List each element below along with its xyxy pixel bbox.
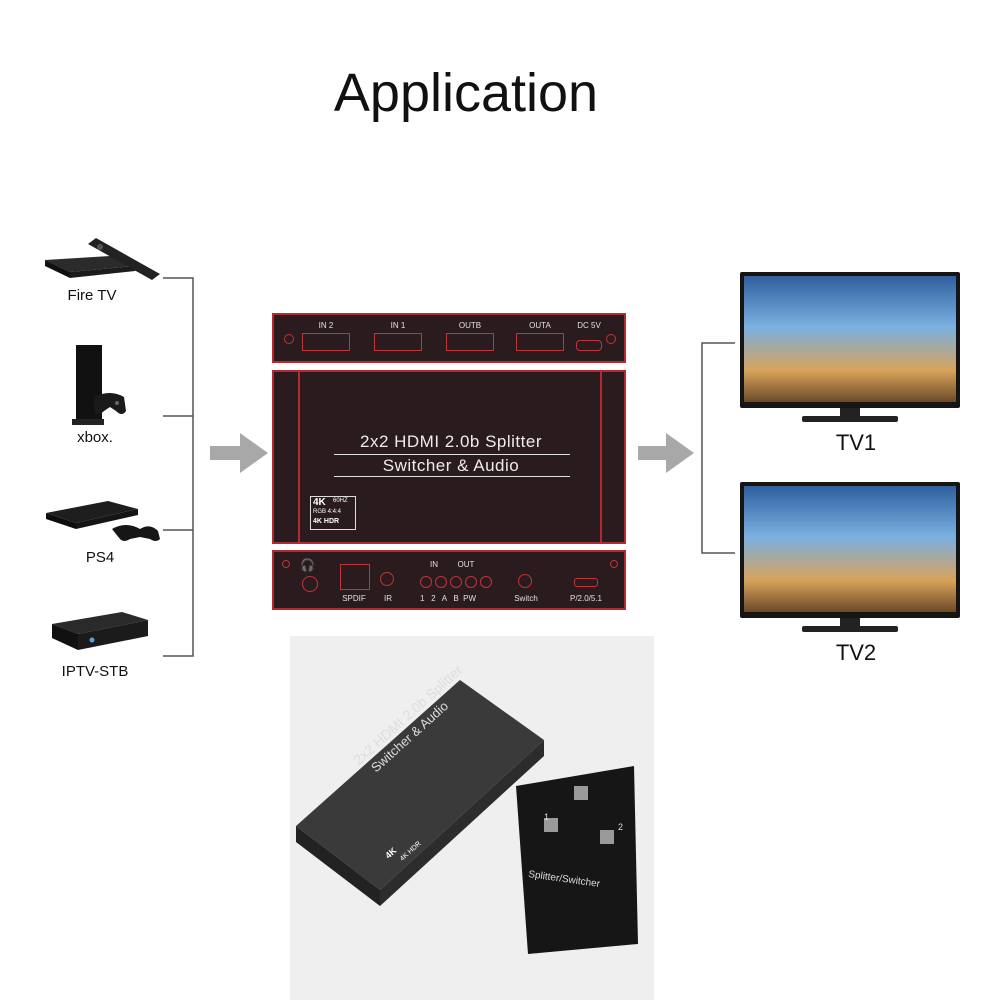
badge-hz-text: 60HZ (333, 498, 348, 504)
badge-hdr-text: 4K HDR (313, 518, 340, 525)
device-front-panel: 2x2 HDMI 2.0b Splitter Switcher & Audio … (272, 370, 626, 544)
remote-btn1-label: 1 (544, 812, 550, 822)
port-label-outb: OUTB (458, 321, 482, 330)
4k-hdr-badge: 4K 60HZ RGB 4:4:4 4K HDR (310, 496, 356, 530)
tv-label-tv1: TV1 (835, 430, 877, 455)
usb-power-port (576, 340, 602, 351)
audio-mode-toggle[interactable] (574, 578, 598, 587)
ps4-icon (42, 495, 162, 543)
subtitle-underline (334, 476, 570, 477)
title-underline (334, 454, 570, 455)
iptv-stb-icon (52, 606, 152, 654)
screw-hole (610, 560, 618, 568)
hdmi-port-outb (446, 333, 494, 351)
led-power (480, 576, 492, 588)
led-labels: 1 2 A B PW (420, 594, 477, 603)
switch-label: Switch (514, 594, 538, 603)
out-tag: OUT (457, 560, 475, 569)
headphone-icon: 🎧 (300, 558, 315, 572)
xbox-icon (72, 345, 127, 427)
source-label-fire-tv: Fire TV (67, 287, 117, 304)
audio-jack (302, 576, 318, 592)
output-arrow (638, 433, 694, 473)
tv-icon (740, 272, 962, 424)
device-3d-icon (296, 680, 638, 954)
port-label-dc5v: DC 5V (577, 321, 601, 330)
source-label-iptv-stb: IPTV-STB (61, 663, 129, 680)
panel-rail (600, 372, 602, 542)
input-arrow (210, 433, 268, 473)
port-label-in1: IN 1 (390, 321, 406, 330)
badge-rgb-text: RGB 4:4:4 (313, 509, 342, 515)
in-tag: IN (430, 560, 438, 569)
tv-icon (740, 482, 962, 634)
led-outa (450, 576, 462, 588)
panel-rail (298, 372, 300, 542)
tv-screen (744, 486, 956, 612)
led-outb (465, 576, 477, 588)
hdmi-port-in1 (374, 333, 422, 351)
page-title: Application (333, 63, 599, 123)
badge-4k-text: 4K (313, 497, 326, 508)
device-top-panel: IN 2 IN 1 OUTB OUTA DC 5V (272, 313, 626, 363)
hdmi-port-outa (516, 333, 564, 351)
tv-screen (744, 276, 956, 402)
spdif-port (340, 564, 370, 590)
audio-mode-label: P/2.0/5.1 (569, 594, 603, 603)
led-in1 (420, 576, 432, 588)
led-in2 (435, 576, 447, 588)
spdif-label: SPDIF (342, 594, 366, 603)
source-label-xbox: xbox. (77, 429, 113, 446)
screw-hole (606, 334, 616, 344)
hdmi-port-in2 (302, 333, 350, 351)
screw-hole (282, 560, 290, 568)
screw-hole (284, 334, 294, 344)
device-title: 2x2 HDMI 2.0b Splitter (359, 432, 542, 451)
port-label-in2: IN 2 (318, 321, 334, 330)
fire-tv-icon (40, 238, 165, 283)
port-label-outa: OUTA (529, 321, 551, 330)
remote-btn2-label: 2 (618, 822, 624, 832)
product-photo: 2x2 HDMI 2.0b Splitter Switcher & Audio … (290, 636, 654, 1000)
ir-label: IR (384, 594, 392, 603)
tv-label-tv2: TV2 (835, 640, 877, 665)
ir-port (380, 572, 394, 586)
device-subtitle: Switcher & Audio (382, 456, 520, 475)
device-back-panel: 🎧 SPDIF IR IN OUT 1 2 A B PW Switch P/2.… (272, 550, 626, 610)
switch-button[interactable] (518, 574, 532, 588)
source-label-ps4: PS4 (85, 549, 115, 566)
